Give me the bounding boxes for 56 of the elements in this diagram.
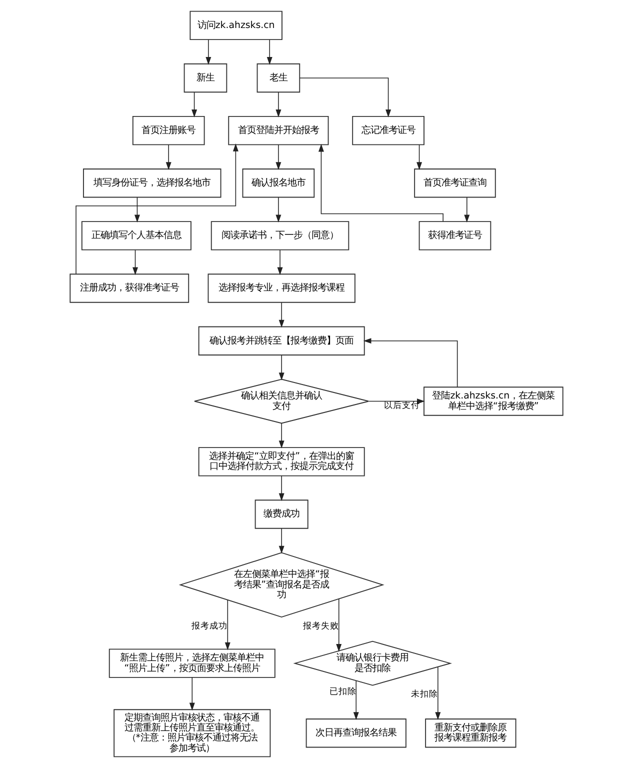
arrow	[275, 92, 281, 118]
node-box: 正确填写个人基本信息	[80, 221, 191, 250]
node-diamond: 请确认银行卡费用是否扣除	[292, 640, 452, 686]
node-box: 访问zk.ahzsks.cn	[189, 10, 282, 40]
arrow	[191, 92, 197, 118]
arrow	[205, 39, 211, 65]
node-diamond: 确认相关信息并确认支付	[194, 378, 369, 424]
arrow	[278, 528, 284, 554]
node-box: 填写身份证号，选择报名地市	[82, 168, 221, 198]
node-box: 确认报考并跳转至【报考缴费】页面	[198, 326, 364, 356]
arrow	[318, 144, 443, 222]
node-box: 忘记准考证号	[352, 116, 424, 146]
arrow	[266, 39, 272, 65]
arrow	[75, 144, 238, 274]
edge-label: 以后支付	[384, 401, 420, 412]
node-box: 重新支付或删除原报考课程重新报考	[424, 718, 516, 748]
node-box: 首页注册账号	[132, 116, 204, 146]
node-box: 注册成功，获得准考证号	[69, 274, 189, 303]
arrow	[278, 423, 284, 448]
arrow	[336, 598, 342, 652]
edge-label: 报考成功	[191, 621, 228, 632]
arrow	[224, 600, 230, 650]
node-box: 获得准考证号	[418, 221, 491, 250]
node-box: 登陆zk.ahzsks.cn，在左侧菜单栏中选择“报考缴费”	[423, 386, 563, 416]
node-box: 新生	[183, 63, 227, 93]
arrow	[134, 197, 140, 223]
node-box: 选择并确定“立即支付”，在弹出的窗口中选择付款方式，按提示完成支付	[198, 447, 364, 476]
arrow	[278, 354, 284, 380]
node-box: 缴费成功	[254, 500, 308, 529]
node-box: 首页准考证查询	[414, 168, 496, 198]
node-diamond: 在左侧菜单栏中选择“报考结果”查询报名是否成功	[178, 552, 384, 618]
node-box: 确认报名地市	[242, 168, 314, 198]
arrow	[352, 680, 358, 720]
node-box: 首页登陆并开始报考	[228, 116, 328, 146]
arrow	[464, 197, 470, 223]
edge-label: 报考失败	[302, 622, 338, 632]
node-box: 新生需上传照片，选择左侧菜单栏中“照片上传”，按页面要求上传照片	[108, 648, 275, 678]
arrow	[362, 338, 458, 388]
arrow	[278, 302, 284, 328]
edge-label: 已扣除	[328, 687, 356, 698]
arrow	[434, 666, 440, 720]
arrow	[132, 250, 138, 276]
arrow	[165, 144, 171, 170]
node-box: 阅读承诺书，下一步（同意）	[210, 221, 349, 250]
arrow	[416, 144, 422, 170]
arrow	[299, 78, 391, 118]
arrow	[276, 250, 282, 276]
arrow	[275, 197, 281, 223]
node-box: 定期查询照片审核状态，审核不通过需重新上传照片直至审核通过。（*注意：照片审核不通过将无法参加考试）	[113, 709, 270, 758]
arrow	[188, 677, 194, 711]
arrow	[275, 144, 281, 170]
node-box: 选择报考专业，再选择报考课程	[207, 274, 355, 303]
arrow	[278, 476, 284, 502]
node-box: 次日再查询报名结果	[305, 718, 406, 748]
edge-label: 未扣除	[410, 690, 438, 700]
node-box: 老生	[256, 63, 300, 93]
